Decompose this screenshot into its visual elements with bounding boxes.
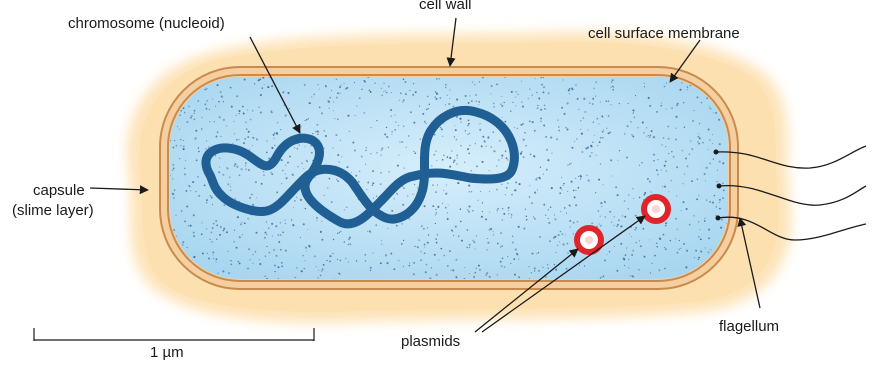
scale-bar bbox=[34, 328, 314, 341]
plasmids-label: plasmids bbox=[401, 332, 460, 351]
cell-wall-label: cell wall bbox=[419, 0, 472, 14]
plasmid-1 bbox=[577, 228, 601, 252]
cell-surface-membrane-label: cell surface membrane bbox=[588, 24, 740, 43]
flagellum-label: flagellum bbox=[719, 317, 779, 336]
scale-bar-label: 1 µm bbox=[150, 343, 184, 362]
chromosome-label: chromosome (nucleoid) bbox=[68, 14, 225, 33]
capsule-label: capsule bbox=[33, 181, 85, 200]
capsule-sublabel: (slime layer) bbox=[12, 201, 94, 220]
plasmid-2 bbox=[644, 197, 668, 221]
